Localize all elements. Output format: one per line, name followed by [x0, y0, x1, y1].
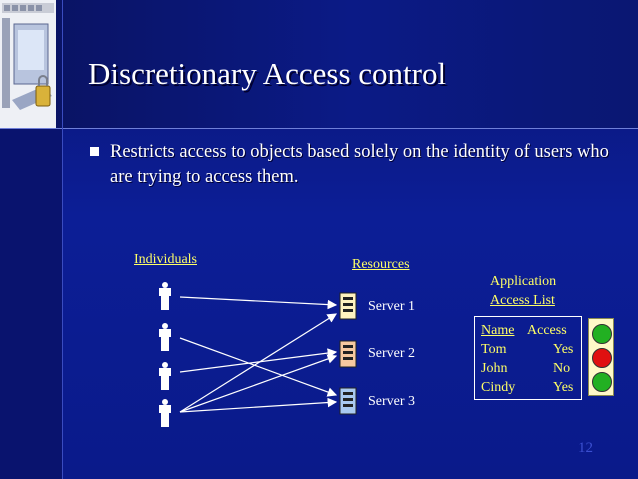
vertical-divider: [62, 0, 63, 479]
acl-access-cell: Yes: [553, 380, 574, 395]
server-icon: [339, 387, 357, 415]
individuals-label: Individuals: [134, 252, 197, 267]
acl-name-cell: Tom: [481, 342, 507, 357]
security-logo-image: [0, 0, 56, 128]
table-row: Cindy Yes: [481, 380, 577, 396]
padlock-computer-icon: [0, 0, 56, 128]
access-list-table: Name Access Tom Yes John No Cindy Yes: [474, 316, 582, 400]
arrow-line: [179, 296, 338, 310]
acl-title-line: Application: [490, 274, 557, 289]
person-icon: [159, 399, 171, 427]
acl-header-access: Access: [527, 323, 567, 338]
slide-title: Discretionary Access control: [88, 56, 447, 91]
server-label: Server 3: [368, 394, 416, 409]
server-icon: [339, 292, 357, 320]
server-label: Server 1: [368, 299, 416, 314]
server-label: Server 2: [368, 346, 416, 361]
acl-header-row: Name Access: [481, 323, 567, 339]
acl-name-cell: Cindy: [481, 380, 516, 395]
server-icon: [339, 340, 357, 368]
person-icon: [159, 282, 171, 310]
traffic-light-icon: [588, 318, 614, 396]
acl-header-name: Name: [481, 323, 515, 338]
title-band: [0, 0, 638, 128]
red-light-icon: [592, 348, 612, 368]
left-strip: [0, 128, 63, 479]
person-icon: [159, 362, 171, 390]
bullet-marker: [90, 147, 99, 156]
acl-title-line: Access List: [490, 293, 555, 308]
arrow-line: [179, 397, 338, 413]
arrow-line: [179, 348, 338, 373]
arrow-line: [179, 354, 338, 413]
table-row: John No: [481, 361, 577, 377]
arrow-line: [179, 337, 338, 397]
person-icon: [159, 323, 171, 351]
page-number: 12: [578, 440, 593, 456]
access-arrows: [179, 296, 338, 413]
acl-access-cell: No: [553, 361, 571, 376]
acl-access-cell: Yes: [553, 342, 574, 357]
title-divider: [0, 128, 638, 129]
bullet-text: Restricts access to objects based solely…: [110, 142, 609, 187]
acl-title: Application Access List: [490, 272, 556, 310]
green-light-icon: [592, 372, 612, 392]
green-light-icon: [592, 324, 612, 344]
resources-label: Resources: [352, 257, 410, 272]
table-row: Tom Yes: [481, 342, 577, 358]
arrow-line: [179, 313, 338, 413]
acl-name-cell: John: [481, 361, 508, 376]
